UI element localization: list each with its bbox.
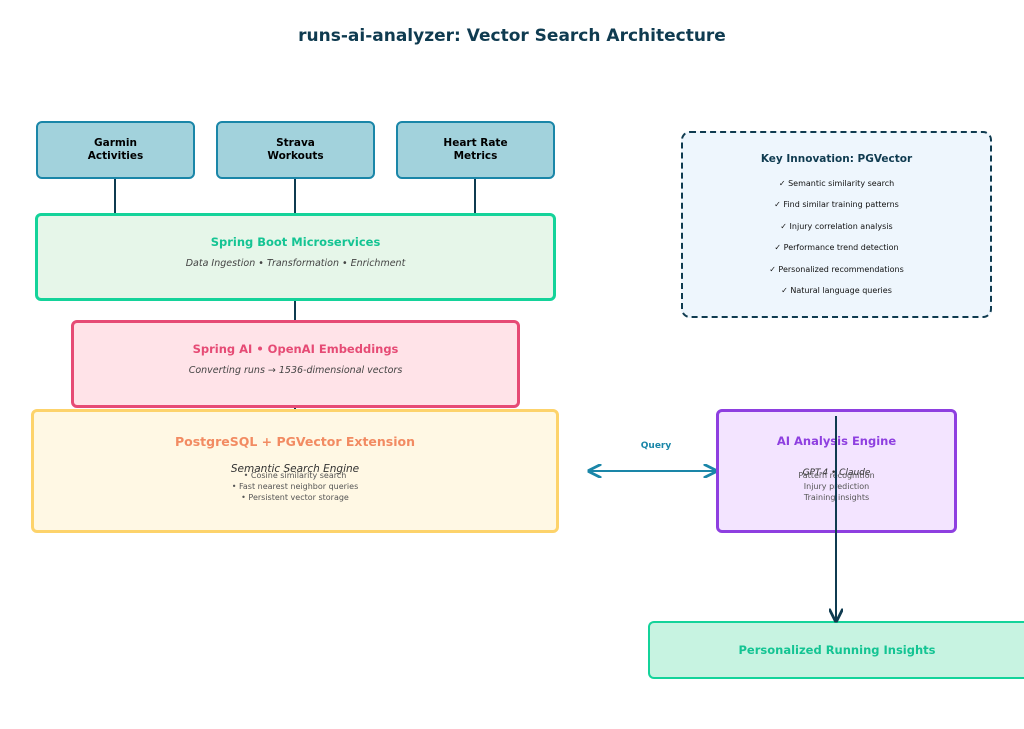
innovation-item: ✓ Personalized recommendations <box>769 265 904 274</box>
postgres-feature-list: • Cosine similarity search • Fast neares… <box>34 471 556 503</box>
postgres-feature: • Fast nearest neighbor queries <box>231 481 359 491</box>
ai-engine-feature: Training insights <box>803 492 870 502</box>
spring-ai-box: Spring AI • OpenAI Embeddings Converting… <box>71 320 520 408</box>
insights-title: Personalized Running Insights <box>738 643 936 657</box>
ai-engine-title: AI Analysis Engine <box>776 434 897 448</box>
spring-boot-subtitle: Data Ingestion • Transformation • Enrich… <box>185 258 406 269</box>
ai-engine-feature: Pattern recognition <box>798 471 875 480</box>
spring-boot-title: Spring Boot Microservices <box>210 235 381 249</box>
spring-boot-box: Spring Boot Microservices Data Ingestion… <box>35 213 556 301</box>
page-title: runs-ai-analyzer: Vector Search Architec… <box>298 26 726 46</box>
postgres-title: PostgreSQL + PGVector Extension <box>174 434 416 449</box>
spring-ai-title: Spring AI • OpenAI Embeddings <box>192 342 399 356</box>
innovation-box: Key Innovation: PGVector ✓ Semantic simi… <box>681 131 992 318</box>
ai-engine-feature: Injury prediction <box>803 481 870 491</box>
innovation-item: ✓ Injury correlation analysis <box>780 222 893 231</box>
postgres-feature: • Cosine similarity search <box>243 471 347 480</box>
innovation-item: ✓ Find similar training patterns <box>774 200 899 209</box>
insights-box: Personalized Running Insights <box>648 621 1024 679</box>
innovation-title: Key Innovation: PGVector <box>760 153 913 165</box>
query-label: Query <box>640 441 672 451</box>
source-strava: Strava Workouts <box>216 121 375 179</box>
ai-engine-box: AI Analysis Engine GPT-4 • Claude Patter… <box>716 409 957 533</box>
innovation-item: ✓ Natural language queries <box>781 286 892 295</box>
spring-ai-subtitle: Converting runs → 1536-dimensional vecto… <box>188 365 403 376</box>
postgres-box: PostgreSQL + PGVector Extension Semantic… <box>31 409 559 533</box>
source-heart-rate: Heart Rate Metrics <box>396 121 555 179</box>
innovation-item: ✓ Performance trend detection <box>774 243 899 252</box>
source-garmin: Garmin Activities <box>36 121 195 179</box>
postgres-subtitle: Semantic Search Engine <box>230 463 360 475</box>
postgres-feature: • Persistent vector storage <box>241 492 349 502</box>
innovation-item: ✓ Semantic similarity search <box>778 179 895 188</box>
ai-engine-feature-list: Pattern recognition Injury prediction Tr… <box>719 471 954 503</box>
